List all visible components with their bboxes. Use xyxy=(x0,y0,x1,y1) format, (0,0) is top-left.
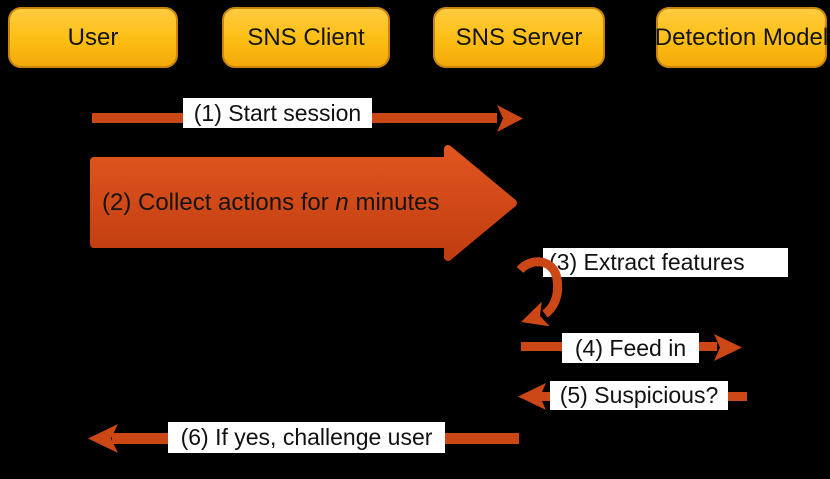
arrowhead-left-icon xyxy=(518,383,546,410)
node-sns-server-label: SNS Server xyxy=(455,23,583,51)
step-1-label: (1) Start session xyxy=(183,98,372,128)
big-block-arrow-right-icon xyxy=(90,145,517,261)
step-4-label: (4) Feed in xyxy=(562,333,699,363)
node-user-label: User xyxy=(67,23,119,51)
node-user: User xyxy=(8,7,178,68)
arrowhead-right-icon xyxy=(497,105,523,132)
arrowhead-right-icon xyxy=(714,334,742,361)
step-5-label: (5) Suspicious? xyxy=(550,381,728,410)
node-sns-client: SNS Client xyxy=(222,7,390,68)
step-3-label: (3) Extract features xyxy=(543,248,788,277)
arrowhead-left-icon xyxy=(88,424,118,453)
step-6-label: (6) If yes, challenge user xyxy=(168,422,445,453)
node-sns-client-label: SNS Client xyxy=(247,23,365,51)
curved-arrow-icon xyxy=(516,257,563,327)
node-detection-model: Detection Model xyxy=(654,7,829,68)
step-2-label: (2) Collect actions for n minutes xyxy=(102,189,440,216)
node-sns-server: SNS Server xyxy=(433,7,605,68)
node-detection-model-label: Detection Model xyxy=(654,23,829,51)
